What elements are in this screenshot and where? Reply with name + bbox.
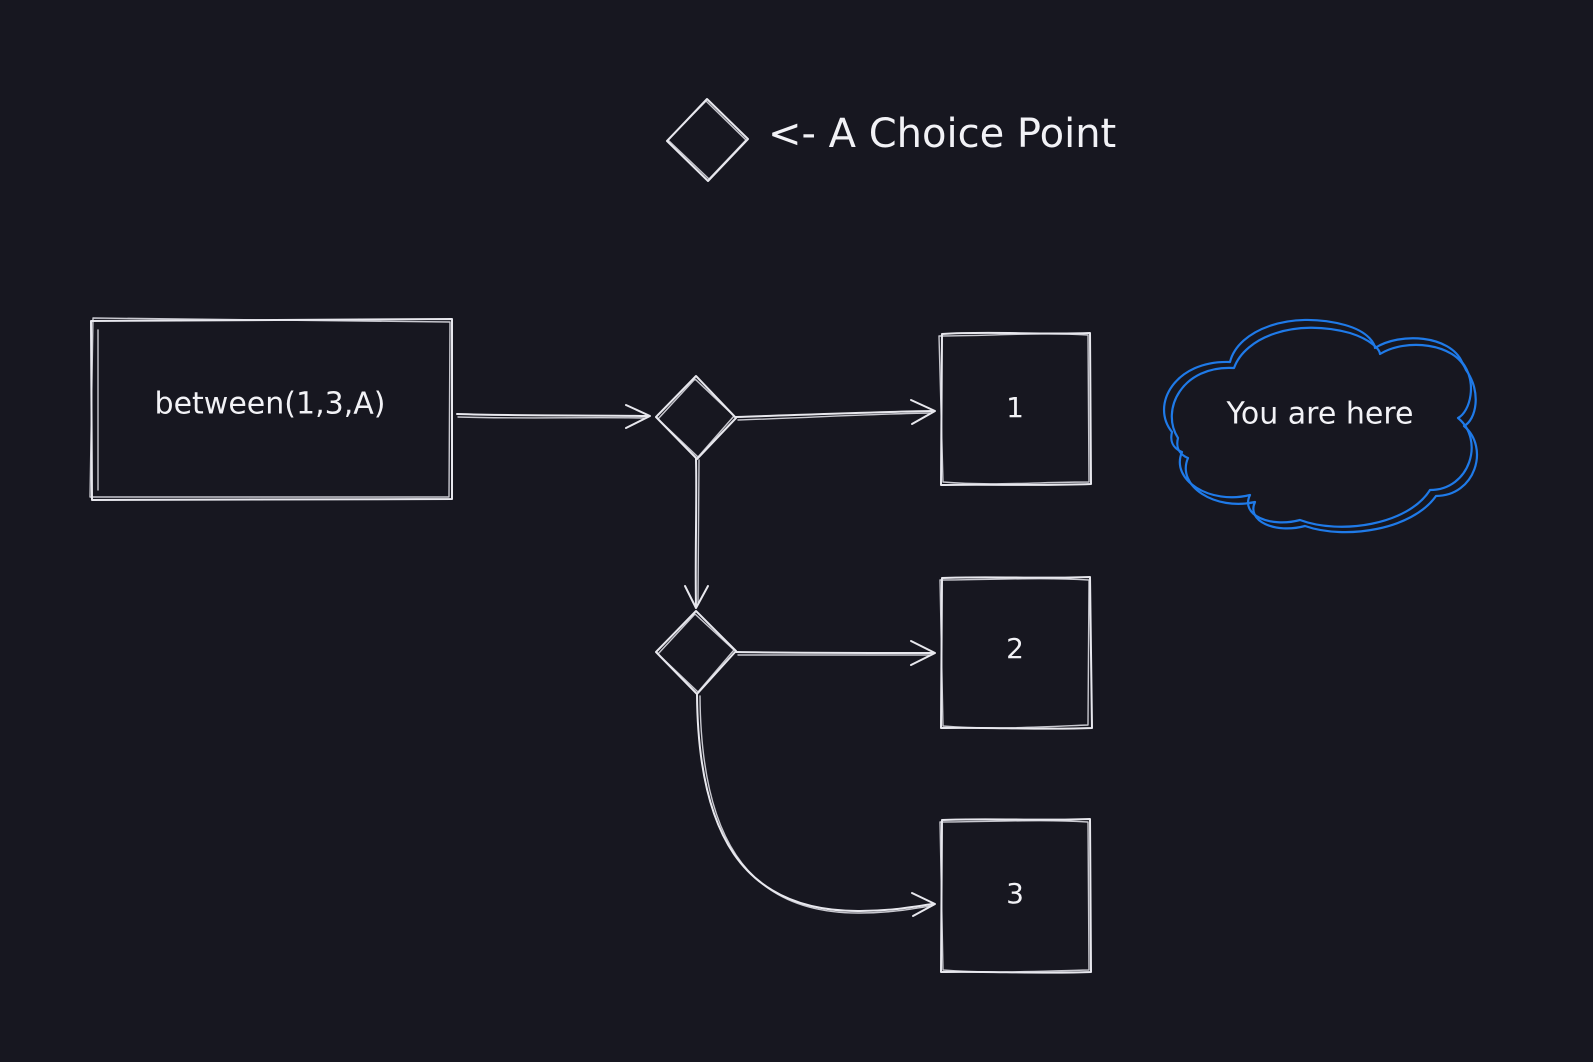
box-2-label: 2 <box>1006 632 1024 665</box>
legend: <- A Choice Point <box>666 98 1116 182</box>
arrow-choice1-to-box1 <box>735 399 936 425</box>
box-1-label: 1 <box>1006 391 1024 424</box>
start-node[interactable]: between(1,3,A) <box>89 317 453 501</box>
box-1[interactable]: 1 <box>938 331 1092 486</box>
arrow-choice2-to-box2 <box>735 640 936 666</box>
arrow-choice1-to-choice2 <box>684 458 709 609</box>
start-node-label: between(1,3,A) <box>155 387 386 422</box>
you-are-here-cloud[interactable]: You are here <box>1162 318 1479 534</box>
box-3[interactable]: 3 <box>939 818 1092 974</box>
box-3-label: 3 <box>1006 877 1024 910</box>
legend-diamond-icon <box>666 98 749 182</box>
legend-text: <- A Choice Point <box>768 111 1116 157</box>
you-are-here-label: You are here <box>1226 397 1414 432</box>
choice-point-2[interactable] <box>655 610 737 695</box>
box-2[interactable]: 2 <box>939 576 1093 730</box>
choice-point-1[interactable] <box>655 375 737 460</box>
arrow-start-to-choice1 <box>456 404 651 429</box>
arrow-choice2-to-box3 <box>696 693 936 917</box>
